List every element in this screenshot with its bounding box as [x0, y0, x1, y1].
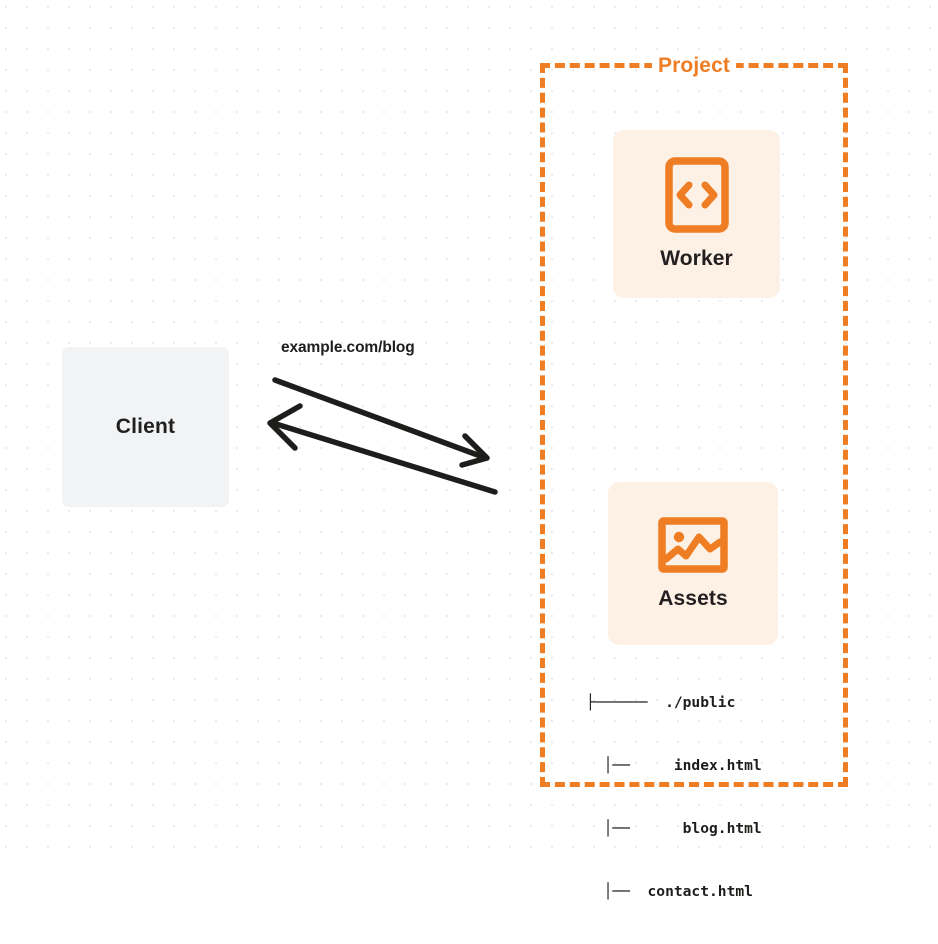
arrow-response	[267, 403, 498, 495]
project-container: Project	[540, 54, 848, 787]
connection-url-label: example.com/blog	[281, 339, 415, 356]
file-tree-line: │── contact.html	[586, 883, 753, 900]
node-client-label: Client	[115, 415, 176, 438]
diagram-canvas: Client example.com/blog Project Worker	[0, 0, 938, 900]
project-title: Project	[652, 54, 736, 78]
arrow-request	[272, 377, 490, 468]
node-assets[interactable]: Assets	[608, 482, 778, 645]
image-icon	[658, 516, 728, 573]
node-client[interactable]: Client	[62, 347, 229, 507]
node-worker-label: Worker	[660, 247, 733, 270]
node-assets-label: Assets	[658, 586, 728, 610]
file-tree-line: │── index.html	[586, 757, 762, 774]
assets-file-tree: ├────── ./public │── index.html │── blog…	[586, 650, 762, 944]
code-document-icon	[664, 157, 729, 233]
file-tree-line: │── blog.html	[586, 820, 762, 837]
node-worker[interactable]: Worker	[613, 130, 780, 298]
file-tree-line: ├────── ./public	[586, 694, 736, 711]
